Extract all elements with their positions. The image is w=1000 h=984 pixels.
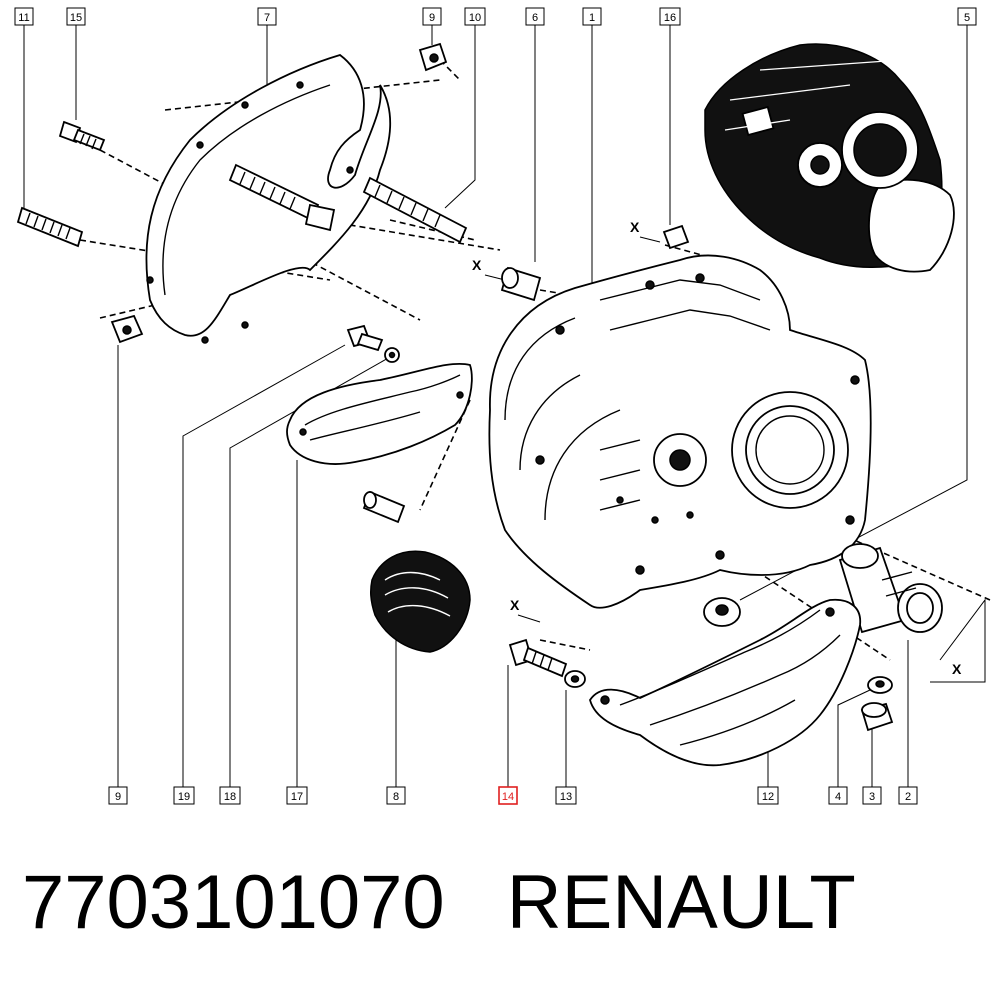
callout-5-label: 5: [964, 12, 970, 24]
callout-17: 17: [286, 460, 308, 805]
callout-9-bottom: 9: [108, 345, 128, 805]
axis-x-marker-3: X: [510, 597, 520, 613]
callout-9-top: 9: [422, 7, 442, 45]
callout-15: 15: [66, 7, 86, 120]
callout-11: 11: [14, 7, 34, 210]
callout-12-label: 12: [762, 791, 774, 803]
callout-19-label: 19: [178, 791, 190, 803]
cover-17: [286, 362, 473, 465]
callout-4-label: 4: [835, 791, 841, 803]
callout-11-label: 11: [18, 12, 29, 24]
stud-10: [362, 176, 468, 244]
bottom-callouts: 9 19 18 17 8 14 13: [108, 344, 918, 805]
lower-cover-12: [589, 598, 862, 767]
callout-2-label: 2: [905, 791, 911, 803]
callout-18-label: 18: [224, 791, 236, 803]
footer-caption: 7703101070 RENAULT: [22, 858, 856, 948]
callout-15-label: 15: [70, 12, 82, 24]
callout-10: 10: [444, 7, 486, 209]
callout-13: 13: [555, 690, 577, 805]
sleeve-6: [500, 266, 542, 302]
callout-9-top-label: 9: [429, 12, 435, 24]
plug-3: [860, 702, 894, 732]
washer-18: [384, 347, 400, 363]
callout-9-bottom-label: 9: [115, 791, 121, 803]
bolt-15: [58, 120, 106, 152]
part-number: 7703101070: [22, 860, 445, 945]
callout-6: 6: [525, 7, 545, 262]
nut-9-top: [418, 42, 448, 72]
axis-x-marker-1: X: [472, 257, 482, 273]
callout-8-label: 8: [393, 791, 399, 803]
bolt-14[interactable]: [508, 638, 568, 678]
callout-14-highlighted[interactable]: 14: [498, 665, 518, 805]
nut-9-bottom: [110, 314, 144, 344]
bolt-19: [346, 324, 384, 352]
brand-name: RENAULT: [506, 860, 856, 945]
callout-1: 1: [582, 7, 602, 290]
callout-14-label: 14: [502, 791, 514, 803]
callout-19: 19: [173, 344, 346, 805]
callout-1-label: 1: [589, 12, 595, 24]
plug-4: [867, 676, 893, 694]
callout-16: 16: [659, 7, 681, 225]
callout-2: 2: [898, 640, 918, 805]
callout-18: 18: [219, 356, 391, 805]
callout-16-label: 16: [664, 12, 676, 24]
gearbox-housing-1: [488, 254, 872, 609]
assembled-gearbox-thumbnail: [704, 43, 955, 273]
seal-5: [703, 597, 741, 627]
mount-8: [370, 550, 471, 653]
callout-8: 8: [386, 640, 406, 805]
callout-7-label: 7: [264, 12, 270, 24]
callout-10-label: 10: [469, 12, 481, 24]
dowel-sleeve: [362, 490, 406, 524]
callout-13-label: 13: [560, 791, 572, 803]
axis-x-marker-2: X: [630, 219, 640, 235]
callout-3: 3: [862, 728, 882, 805]
axis-markers: X X X X: [472, 219, 986, 683]
callout-17-label: 17: [291, 791, 303, 803]
nut-16: [662, 224, 690, 250]
stud-11: [16, 206, 84, 248]
callout-6-label: 6: [532, 12, 538, 24]
axis-x-marker-4: X: [952, 661, 962, 677]
callout-12: 12: [757, 740, 779, 805]
washer-13: [564, 670, 586, 688]
stud-7: [228, 163, 336, 232]
callout-4: 4: [828, 689, 871, 805]
callout-3-label: 3: [869, 791, 875, 803]
